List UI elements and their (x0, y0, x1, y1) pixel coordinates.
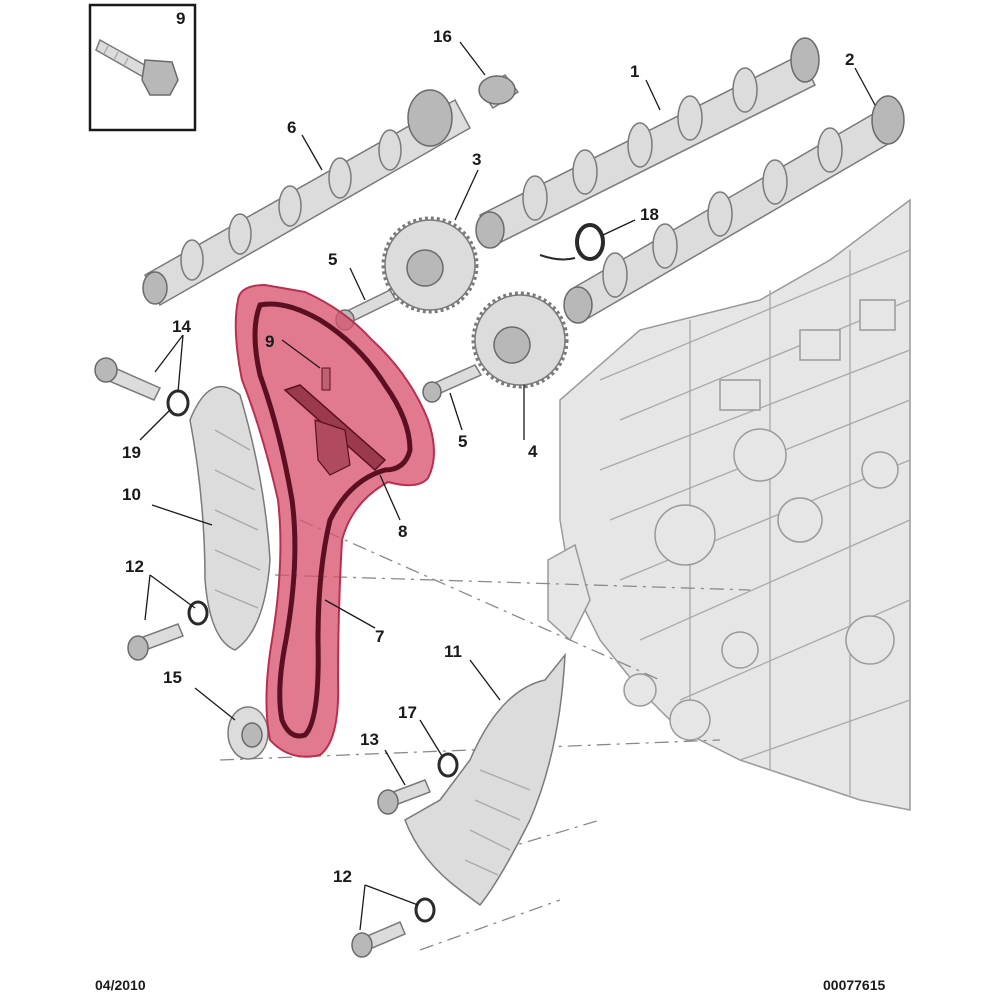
camshaft-phaser-3 (381, 216, 479, 314)
label-2: 2 (845, 50, 854, 69)
chain-guide-11 (404, 652, 566, 907)
washer-12-lower (414, 897, 436, 923)
label-4: 4 (528, 442, 538, 461)
label-8: 8 (398, 522, 407, 541)
seal-ring-18 (539, 223, 605, 261)
label-12-upper: 12 (125, 557, 144, 576)
label-18: 18 (640, 205, 659, 224)
screw-9 (321, 367, 331, 391)
bolt-14 (94, 357, 162, 401)
washer-12-upper (187, 600, 209, 626)
label-7: 7 (375, 627, 384, 646)
exhaust-camshaft-1 (475, 37, 820, 249)
guide-bracket (314, 419, 351, 476)
tensioner-guide-10 (189, 385, 271, 651)
label-5-lower: 5 (458, 432, 467, 451)
label-6: 6 (287, 118, 296, 137)
label-9-chain: 9 (265, 332, 274, 351)
screw-icon (95, 38, 179, 96)
footer-reference: 00077615 (823, 977, 886, 993)
bolt-13 (377, 779, 431, 815)
crank-sprocket-15 (227, 706, 269, 760)
leader-lines (139, 41, 876, 931)
label-5-upper: 5 (328, 250, 337, 269)
cylinder-head-block (547, 198, 911, 811)
label-15: 15 (163, 668, 182, 687)
washer-19 (166, 389, 190, 417)
label-19: 19 (122, 443, 141, 462)
washer-17 (437, 752, 459, 778)
label-1: 1 (630, 62, 639, 81)
camshaft-6 (142, 89, 472, 307)
label-16: 16 (433, 27, 452, 46)
label-12-lower: 12 (333, 867, 352, 886)
bolt-5-lower (422, 364, 483, 403)
alignment-lines (219, 519, 751, 951)
camshaft-phaser-4 (471, 291, 569, 389)
label-10: 10 (122, 485, 141, 504)
label-14: 14 (172, 317, 191, 336)
bolt-12-upper (127, 623, 184, 661)
bolt-12-lower (351, 921, 406, 958)
label-3: 3 (472, 150, 481, 169)
timing-chain-7 (252, 301, 413, 739)
label-13: 13 (360, 730, 379, 749)
label-9-inset: 9 (176, 9, 185, 28)
intake-camshaft-2 (563, 95, 905, 324)
bush-16 (478, 74, 520, 110)
footer-date: 04/2010 (95, 977, 146, 993)
label-17: 17 (398, 703, 417, 722)
callout-labels: 1 2 3 4 5 5 6 7 8 10 11 12 13 14 15 16 1… (122, 27, 854, 886)
highlighted-timing-chain-group[interactable]: 9 (234, 283, 435, 758)
inset-box-screw: 9 (88, 3, 197, 132)
label-11: 11 (444, 642, 462, 661)
